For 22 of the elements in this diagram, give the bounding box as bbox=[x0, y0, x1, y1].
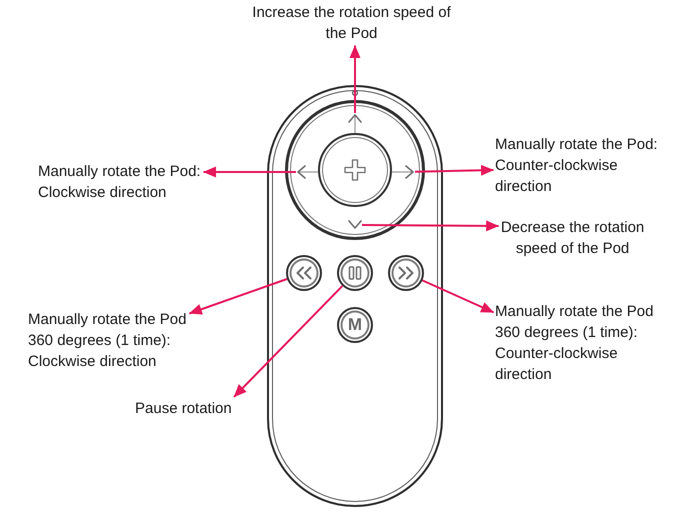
pause-button bbox=[337, 255, 373, 291]
leader-arrow bbox=[350, 45, 360, 113]
callout-text: Manually rotate the Pod: Counter-clockwise direction bbox=[495, 134, 659, 197]
leader-arrow bbox=[422, 279, 494, 314]
leader-arrow bbox=[203, 166, 296, 178]
leader-arrow bbox=[233, 285, 344, 398]
leader-arrow bbox=[414, 164, 494, 176]
left-arrow-icon bbox=[296, 165, 318, 179]
callout-text: Manually rotate the Pod 360 degrees (1 time): Clockwise direction bbox=[28, 309, 188, 372]
leader-arrow bbox=[188, 278, 288, 315]
leader-arrow bbox=[362, 220, 500, 232]
rewind-button bbox=[286, 255, 322, 291]
down-chevron-icon bbox=[348, 220, 362, 230]
callout-text: Pause rotation bbox=[135, 398, 233, 419]
callout-text: Increase the rotation speed of the Pod bbox=[252, 2, 452, 44]
right-arrow-icon bbox=[392, 165, 415, 179]
callout-text: Manually rotate the Pod 360 degrees (1 time): Counter-clockwise direction bbox=[495, 301, 655, 385]
up-arrow-icon bbox=[348, 113, 362, 133]
fast-forward-button bbox=[388, 255, 424, 291]
callout-text: Decrease the rotation speed of the Pod bbox=[500, 217, 646, 259]
m-button: M bbox=[337, 307, 373, 343]
callout-text: Manually rotate the Pod: Clockwise direction bbox=[38, 161, 202, 203]
